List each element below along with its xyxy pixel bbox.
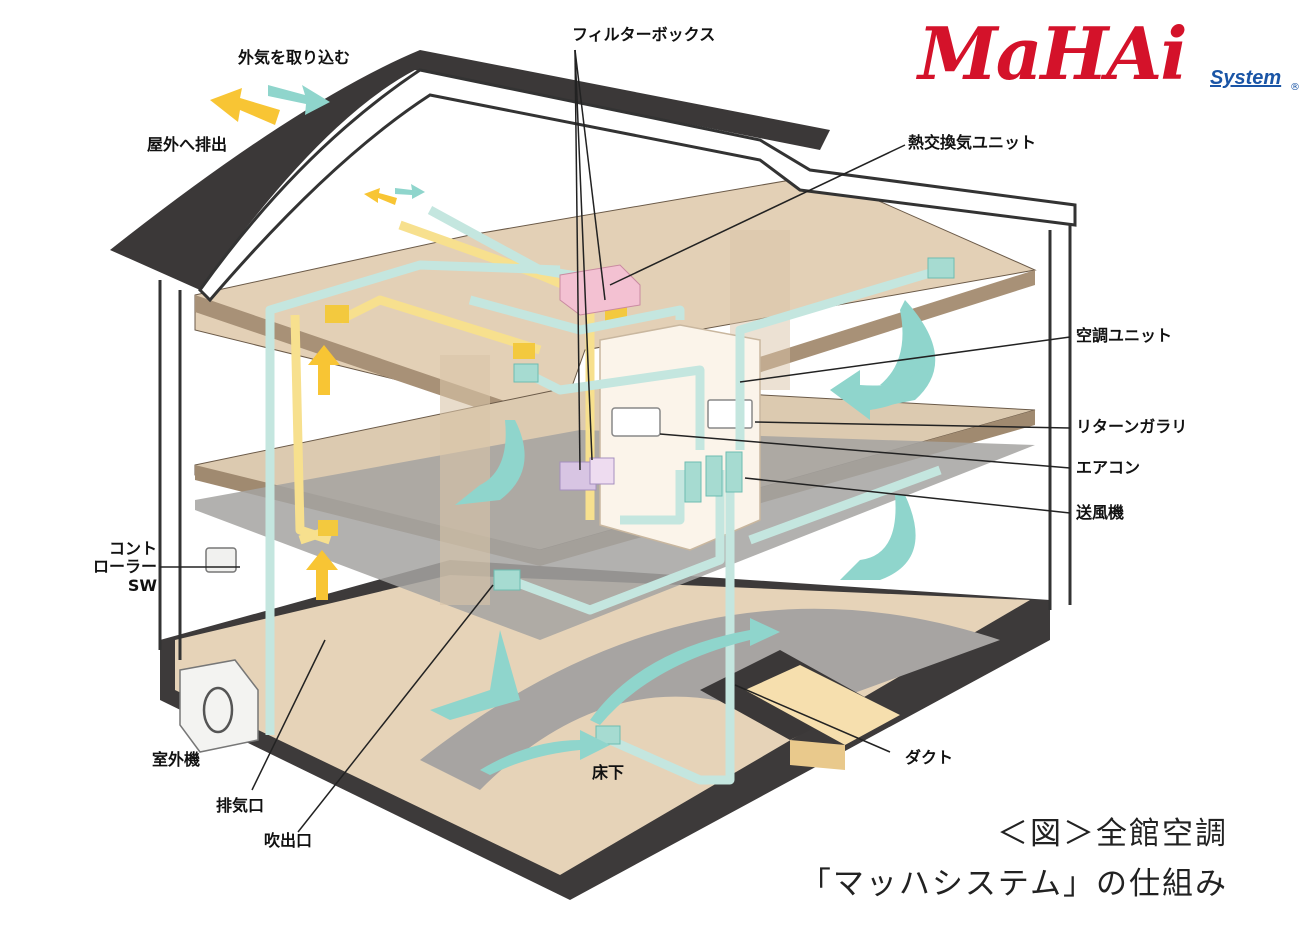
supply-outlets <box>493 257 955 745</box>
caption-line-2: 「マッハシステム」の仕組み <box>799 866 1228 902</box>
controller-switch <box>205 547 237 573</box>
label-heat-exchange-unit: 熱交換気ユニット <box>908 133 1037 152</box>
filter-boxes <box>559 264 641 491</box>
label-air-conditioner: エアコン <box>1076 458 1141 477</box>
label-exhaust: 屋外へ排出 <box>147 135 228 154</box>
mahai-logo-system: System <box>1210 67 1282 89</box>
label-outdoor-unit: 室外機 <box>152 750 201 769</box>
roof <box>110 50 1077 303</box>
registered-mark: ® <box>1290 82 1300 93</box>
label-duct: ダクト <box>905 748 954 767</box>
outdoor-unit <box>179 659 259 753</box>
mahai-logo: MaHAi <box>918 11 1188 96</box>
label-ac-unit: 空調ユニット <box>1076 326 1173 345</box>
interior-wall <box>440 355 490 605</box>
house-walls <box>158 225 1072 660</box>
label-exhaust-port: 排気口 <box>216 796 265 815</box>
label-return-gallery: リターンガラリ <box>1076 417 1188 436</box>
leader-lines <box>160 49 1071 833</box>
label-controller-sw: コント ローラー SW <box>92 539 157 595</box>
exhaust-arrows <box>210 88 397 600</box>
intake-arrows <box>268 85 425 199</box>
label-blower: 送風機 <box>1076 503 1125 522</box>
caption-line-1: ＜図＞全館空調 <box>997 816 1228 852</box>
label-filter-box: フィルターボックス <box>572 25 716 44</box>
exhaust-ports <box>318 305 627 536</box>
label-intake: 外気を取り込む <box>238 48 351 67</box>
label-outlet: 吹出口 <box>264 831 313 850</box>
airflow-arrows <box>430 300 936 775</box>
entry-steps <box>700 650 900 770</box>
label-underfloor: 床下 <box>592 763 625 782</box>
